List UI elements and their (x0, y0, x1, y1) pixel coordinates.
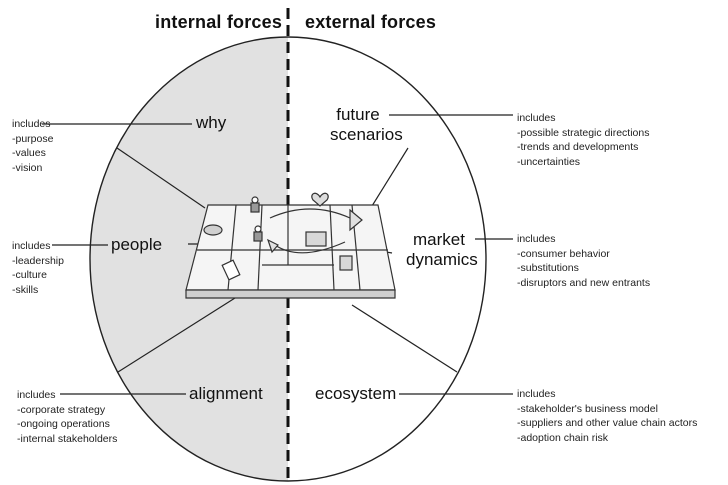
note-item: values (12, 146, 53, 161)
force-alignment: alignment (186, 384, 266, 404)
note-item: adoption chain risk (517, 431, 697, 446)
note-item: uncertainties (517, 155, 649, 170)
note-item: corporate strategy (17, 403, 117, 418)
note-item: skills (12, 283, 64, 298)
note-why: includes purpose values vision (12, 117, 53, 175)
note-connectors (42, 114, 513, 395)
note-item: internal stakeholders (17, 432, 118, 447)
note-market-dynamics: includes consumer behavior substitutions… (517, 232, 650, 290)
force-ecosystem: ecosystem (312, 384, 400, 404)
external-forces-header: external forces (305, 12, 437, 32)
internal-forces-header: internal forces (155, 12, 283, 32)
canvas-sketch (185, 192, 396, 299)
note-item: vision (12, 161, 53, 176)
note-item: substitutions (517, 261, 650, 276)
note-heading: includes (12, 118, 51, 130)
note-item: stakeholder's business model (517, 402, 697, 417)
note-item: suppliers and other value chain actors (517, 416, 698, 431)
note-alignment: includes corporate strategy ongoing oper… (17, 388, 117, 446)
note-item: leadership (12, 254, 64, 269)
note-item: ongoing operations (17, 417, 117, 432)
outer-circle (89, 36, 487, 482)
note-heading: includes (17, 389, 56, 401)
force-future-scenarios-line2: scenarios (330, 125, 403, 144)
note-people: includes leadership culture skills (12, 239, 64, 297)
force-market-dynamics-line1: market (413, 230, 465, 249)
note-item: culture (12, 268, 64, 283)
note-future-scenarios: includes possible strategic directions t… (517, 111, 649, 169)
note-item: purpose (12, 132, 54, 147)
note-item: disruptors and new entrants (517, 276, 651, 291)
note-heading: includes (517, 112, 556, 124)
note-heading: includes (12, 240, 51, 252)
force-people: people (108, 235, 166, 255)
force-future-scenarios-line1: future (336, 105, 380, 124)
note-item: trends and developments (517, 140, 649, 155)
force-future-scenarios: future scenarios (327, 105, 403, 145)
force-market-dynamics: market dynamics (403, 230, 478, 270)
note-item: possible strategic directions (517, 126, 650, 141)
note-heading: includes (517, 388, 556, 400)
force-market-dynamics-line2: dynamics (406, 250, 478, 269)
internal-half-fill (90, 37, 288, 481)
note-ecosystem: includes stakeholder's business model su… (517, 387, 697, 445)
force-why: why (193, 113, 230, 133)
note-heading: includes (517, 233, 556, 245)
note-item: consumer behavior (517, 247, 650, 262)
